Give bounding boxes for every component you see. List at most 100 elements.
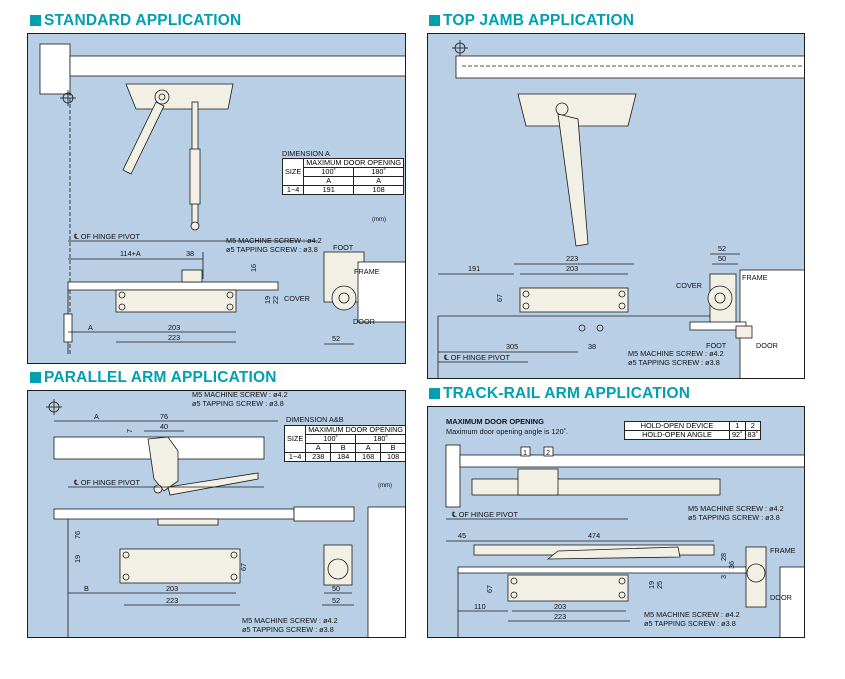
- hinge-pivot-label: ℄ OF HINGE PIVOT: [73, 478, 140, 487]
- dim-36: 36: [727, 561, 736, 569]
- standard-panel: ℄ OF HINGE PIVOT 114+A 38 16 19 22 A 203…: [27, 33, 406, 364]
- val-238: 238: [305, 452, 332, 462]
- dim-223: 223: [168, 333, 180, 342]
- standard-drawing: ℄ OF HINGE PIVOT 114+A 38 16 19 22 A 203…: [39, 43, 405, 354]
- row-size: 1~4: [283, 452, 307, 462]
- dim-38: 38: [588, 342, 596, 351]
- dimension-ab-caption: DIMENSION A&B: [286, 415, 344, 424]
- tapping-label: ø5 TAPPING SCREW : ø3.8: [226, 245, 318, 254]
- heading-square-icon: [429, 14, 440, 26]
- dim-19: 19: [263, 296, 272, 304]
- tapping2-label: ø5 TAPPING SCREW : ø3.8: [242, 625, 334, 634]
- parallel-panel: A 76 40 7 19 ℄ OF HINGE PIVOT M5 MACHINE…: [27, 390, 406, 638]
- closer-body-front: [519, 287, 629, 313]
- dim-a: A: [88, 323, 93, 332]
- max-opening-title: MAXIMUM DOOR OPENING: [446, 417, 544, 426]
- door-top: [455, 55, 804, 79]
- foot-label: FOOT: [706, 341, 727, 350]
- screw-label: M5 MACHINE SCREW : ø4.2: [192, 391, 288, 399]
- marker-1: 1: [523, 448, 527, 457]
- tapping2-label: ø5 TAPPING SCREW : ø3.8: [644, 619, 736, 628]
- dim-76a: 76: [160, 412, 168, 421]
- dim-19: 19: [647, 581, 656, 589]
- track-rail-panel: MAXIMUM DOOR OPENING Maximum door openin…: [427, 406, 805, 638]
- heading-parallel: PARALLEL ARM APPLICATION: [30, 369, 277, 387]
- dim-22: 22: [271, 296, 280, 304]
- dim-b: B: [84, 584, 89, 593]
- dim-67: 67: [239, 563, 248, 571]
- foot-label: FOOT: [333, 243, 354, 252]
- closer-body-top: [125, 83, 234, 110]
- screw-label: M5 MACHINE SCREW : ø4.2: [226, 236, 322, 245]
- dim-223: 223: [554, 612, 566, 621]
- door-label: DOOR: [770, 593, 792, 602]
- dim-7: 7: [125, 429, 134, 433]
- dim-223: 223: [166, 596, 178, 605]
- size-header: SIZE: [283, 425, 307, 453]
- size-header: SIZE: [281, 158, 305, 186]
- dim-38: 38: [186, 249, 194, 258]
- dim-3: 3: [719, 575, 728, 579]
- dim-203: 203: [166, 584, 178, 593]
- col-100: 100˚: [305, 434, 357, 444]
- arm: [557, 113, 589, 247]
- heading-square-icon: [30, 14, 41, 26]
- dim-67: 67: [495, 294, 504, 302]
- dim-52: 52: [332, 596, 340, 605]
- closer-body-front: [119, 548, 241, 584]
- heading-square-icon: [429, 387, 440, 399]
- heading-standard: STANDARD APPLICATION: [30, 12, 241, 30]
- dim-52: 52: [332, 334, 340, 343]
- dim-191: 191: [468, 264, 480, 273]
- unit-label: (mm): [378, 483, 392, 489]
- heading-top-jamb: TOP JAMB APPLICATION: [429, 12, 634, 30]
- parallel-drawing: A 76 40 7 19 ℄ OF HINGE PIVOT M5 MACHINE…: [46, 391, 405, 637]
- heading-text: PARALLEL ARM APPLICATION: [44, 369, 277, 386]
- dim-25: 25: [655, 581, 664, 589]
- frame-label: FRAME: [354, 267, 380, 276]
- track-rail-drawing: MAXIMUM DOOR OPENING Maximum door openin…: [445, 417, 804, 637]
- hinge-pivot-label: ℄ OF HINGE PIVOT: [73, 232, 140, 241]
- hold-open-angle-label: HOLD-OPEN ANGLE: [624, 430, 730, 440]
- hinge-pivot-label: ℄ OF HINGE PIVOT: [443, 353, 510, 362]
- closer-body-front: [115, 289, 237, 313]
- dim-110: 110: [474, 602, 486, 611]
- dim-a: A: [94, 412, 99, 421]
- frame-header: [39, 43, 71, 95]
- screw2-label: M5 MACHINE SCREW : ø4.2: [644, 610, 740, 619]
- dim-45: 45: [458, 531, 466, 540]
- heading-text: TRACK-RAIL ARM APPLICATION: [443, 385, 691, 402]
- marker-2: 2: [546, 448, 550, 457]
- closer-body-front: [507, 574, 629, 602]
- heading-square-icon: [30, 371, 41, 383]
- screw2-label: M5 MACHINE SCREW : ø4.2: [242, 616, 338, 625]
- dim-19b: 19: [73, 555, 82, 563]
- heading-text: TOP JAMB APPLICATION: [443, 12, 635, 29]
- hinge-pivot-label: ℄ OF HINGE PIVOT: [451, 510, 518, 519]
- row-size: 1~4: [281, 185, 305, 195]
- angle-2: 83˚: [744, 430, 762, 440]
- dim-474: 474: [588, 531, 600, 540]
- svg-text:16: 16: [249, 264, 258, 272]
- heading-text: STANDARD APPLICATION: [44, 12, 242, 29]
- heading-track-rail: TRACK-RAIL ARM APPLICATION: [429, 385, 690, 403]
- bracket: [147, 436, 179, 492]
- val-108: 108: [380, 452, 405, 462]
- dim-223: 223: [566, 254, 578, 263]
- dim-203: 203: [566, 264, 578, 273]
- dim-203: 203: [168, 323, 180, 332]
- cover-label: COVER: [284, 294, 310, 303]
- max-opening-text: Maximum door opening angle is 120˚.: [446, 427, 568, 436]
- val-168: 168: [355, 452, 382, 462]
- screw-label: M5 MACHINE SCREW : ø4.2: [688, 504, 784, 513]
- dim-40: 40: [160, 422, 168, 431]
- parallel-arm: [167, 472, 259, 496]
- dim-67: 67: [485, 585, 494, 593]
- dim-52: 52: [718, 244, 726, 253]
- tapping-label: ø5 TAPPING SCREW : ø3.8: [628, 358, 720, 367]
- group-header: MAXIMUM DOOR OPENING: [305, 425, 405, 435]
- cover-label: COVER: [676, 281, 702, 290]
